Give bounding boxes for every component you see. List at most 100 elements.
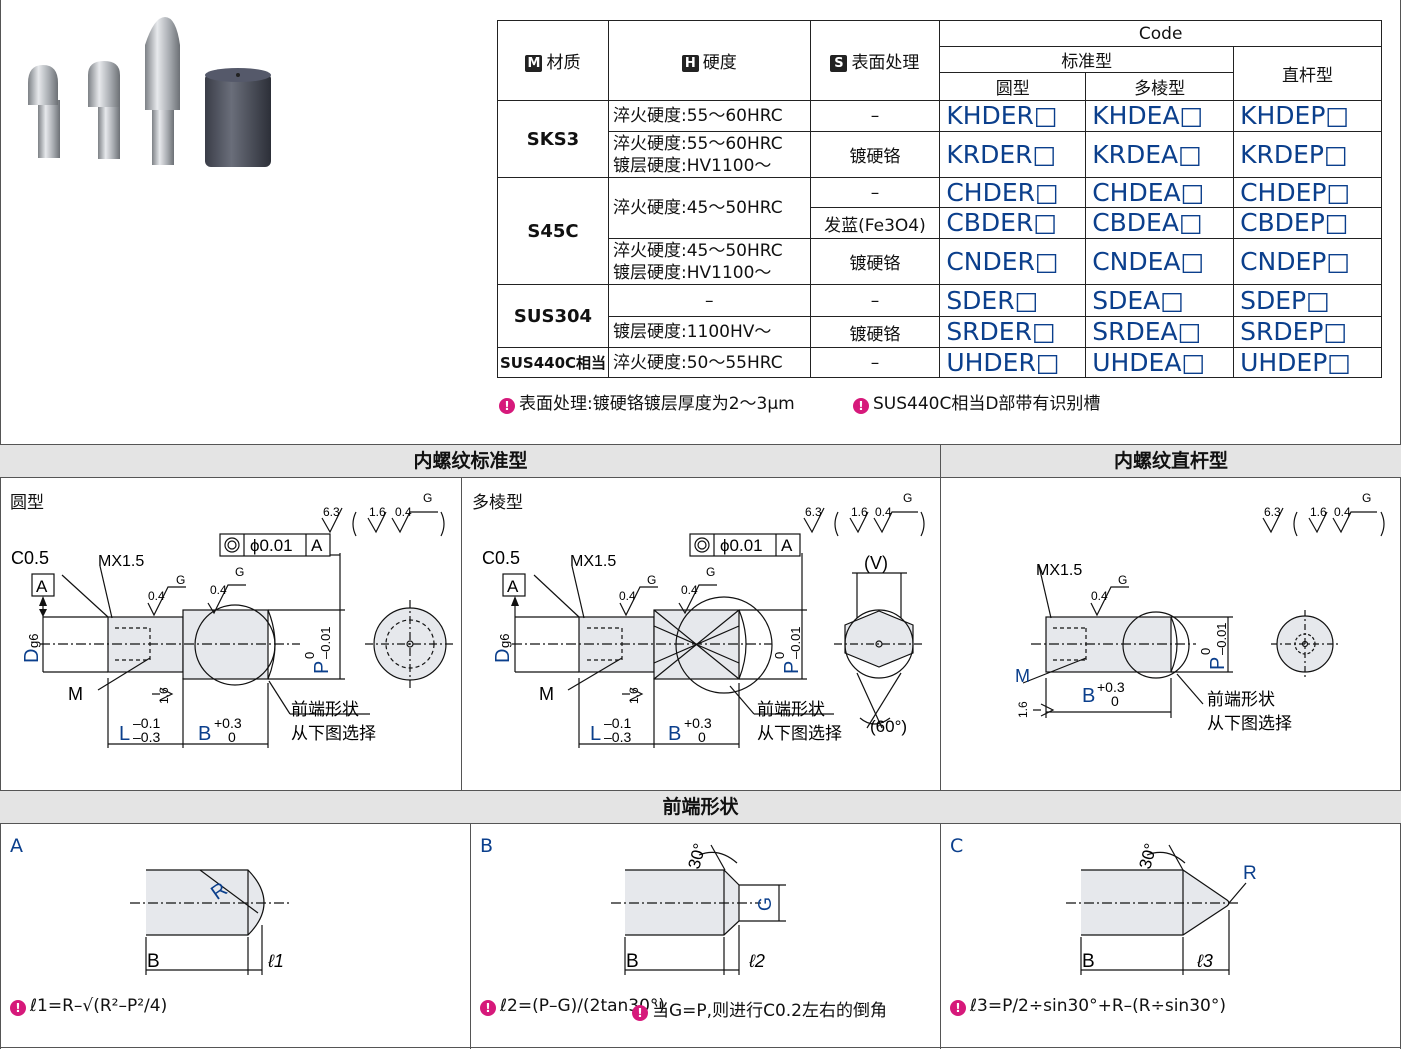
m-label: M: [1015, 666, 1030, 686]
p-label: P: [311, 661, 333, 674]
surface-cell: 镀硬铬: [809, 131, 941, 178]
tip-a-letter: A: [10, 835, 23, 857]
table-row: SKS3 淬火硬度:55～60HRC – KHDER□ KHDEA□ KHDEP…: [497, 100, 1382, 178]
roughness-label: 1.6: [627, 687, 641, 704]
b-tol-up: +0.3: [1097, 679, 1125, 695]
mx-label: MX1.5: [1036, 562, 1082, 579]
bulb-icon: !: [480, 1000, 496, 1016]
g-label: G: [706, 565, 715, 579]
product-photo: [28, 17, 271, 167]
surface-cell: –: [809, 284, 941, 317]
code-cell: SRDER□: [939, 316, 1087, 348]
hardness-cell: 淬火硬度:55～60HRC: [607, 100, 811, 132]
g-label: G: [1362, 491, 1371, 505]
p-tol-up: 0: [772, 652, 787, 659]
note-sus440c: !SUS440C相当D部带有识别槽: [853, 389, 1100, 414]
hardness-cell: 镀层硬度:1100HV～: [607, 316, 811, 348]
p-label: P: [1207, 657, 1229, 670]
g-label: G: [176, 573, 185, 587]
code-cell: CHDEP□: [1233, 177, 1382, 208]
m-label: M: [539, 684, 554, 704]
p-tol-low: –0.01: [1214, 622, 1229, 655]
table-row: S45C 淬火硬度:45～50HRC – CHDER□ CHDEA□ CHDEP…: [497, 177, 1382, 285]
code-cell: KHDEA□: [1085, 100, 1235, 132]
g-label: G: [755, 897, 775, 911]
header-standard: 标准型: [939, 46, 1235, 73]
b-tol-low: 0: [1111, 693, 1119, 709]
datum-a-label: A: [507, 577, 519, 596]
code-cell: UHDER□: [939, 347, 1087, 378]
mx-label: MX1.5: [98, 553, 144, 570]
tip-c-letter: C: [950, 835, 964, 857]
code-cell: CBDER□: [939, 207, 1087, 239]
g-label: G: [423, 491, 432, 505]
panel-title-round: 圆型: [10, 493, 44, 513]
section-internal-straight: 内螺纹直杆型: [940, 444, 1401, 478]
material-cell: SUS440C相当: [497, 347, 609, 378]
code-cell: CBDEA□: [1085, 207, 1235, 239]
table-row: 镀层硬度:1100HV～ 镀硬铬 SRDER□ SRDEA□ SRDEP□: [498, 316, 1382, 348]
roughness-label: 0.4: [681, 583, 698, 597]
bulb-icon: !: [950, 1000, 966, 1016]
drawing-straight: MX1.5 0.4 G M B +0.3 0 前端形状 从下图选择 P0–0.0…: [1015, 491, 1385, 733]
code-cell: SDER□: [939, 284, 1087, 317]
d-label: D: [21, 649, 43, 663]
l-tol-up: –0.1: [604, 715, 631, 731]
l-tol-low: –0.3: [604, 729, 631, 745]
code-cell: KHDEP□: [1233, 100, 1382, 132]
hardness-cell: 淬火硬度:50～55HRC: [607, 347, 811, 378]
tip-b-drawing: 30° G B ℓ2: [611, 841, 786, 975]
drawing-round: C0.5 A MX1.5 0.4 G 0.4 G ϕ0.01 A M 前端形状 …: [11, 491, 455, 748]
bulb-icon: !: [853, 398, 869, 414]
code-cell: KRDER□: [939, 131, 1087, 178]
roughness-label: 0.4: [210, 583, 227, 597]
note-surface: !表面处理:镀硬铬镀层厚度为2～3μm: [499, 389, 795, 414]
material-cell: SUS304: [497, 284, 609, 348]
p-label: P: [781, 661, 803, 674]
b-label: B: [668, 723, 681, 745]
material-cell: S45C: [497, 177, 609, 285]
roughness-label: 1.6: [1016, 701, 1030, 718]
tip-note-2: 从下图选择: [757, 724, 842, 743]
surface-cell: 镀硬铬: [809, 316, 941, 348]
tip-note-2: 从下图选择: [291, 724, 376, 743]
l2-label: ℓ2: [748, 951, 765, 971]
roughness-label: 0.4: [619, 589, 636, 603]
mx-label: MX1.5: [570, 553, 616, 570]
hardness-cell: –: [607, 284, 811, 317]
r-label: R: [1243, 863, 1257, 884]
roughness-label: 0.4: [395, 505, 412, 519]
tip-b-letter: B: [480, 835, 494, 857]
surface-cell: 发蓝(Fe3O4): [809, 207, 941, 239]
p-tol-low: –0.01: [318, 626, 333, 659]
formula-b-note: !当G=P,则进行C0.2左右的倒角: [632, 996, 887, 1021]
roughness-label: 1.6: [369, 505, 386, 519]
code-cell: CNDEP□: [1233, 238, 1382, 285]
bulb-icon: !: [499, 398, 515, 414]
p-tol-up: 0: [302, 652, 317, 659]
tip-c-drawing: 30° R B ℓ3: [1066, 841, 1257, 975]
d-label: D: [492, 649, 514, 663]
tolerance-label: ϕ0.01: [720, 536, 763, 555]
drawing-multi: C0.5 A MX1.5 0.4 G 0.4 G ϕ0.01 A M 前端形状 …: [482, 491, 925, 748]
surface-cell: –: [809, 177, 941, 208]
m-label: M: [68, 684, 83, 704]
roughness-label: 6.3: [323, 505, 340, 519]
code-cell: UHDEA□: [1085, 347, 1235, 378]
roughness-label: 1.6: [1310, 505, 1327, 519]
g-label: G: [647, 573, 656, 587]
formula-c: !ℓ3=P/2÷sin30°+R–(R÷sin30°): [950, 996, 1226, 1016]
b-label: B: [1082, 951, 1095, 972]
roughness-label: 0.4: [875, 505, 892, 519]
b-label: B: [198, 723, 211, 745]
material-cell: SKS3: [497, 100, 609, 178]
table-row: 发蓝(Fe3O4) CBDER□ CBDEA□ CBDEP□: [498, 207, 1382, 239]
surface-cell: 镀硬铬: [809, 238, 941, 285]
panel-title-multi: 多棱型: [472, 493, 523, 513]
code-cell: SDEA□: [1085, 284, 1235, 317]
